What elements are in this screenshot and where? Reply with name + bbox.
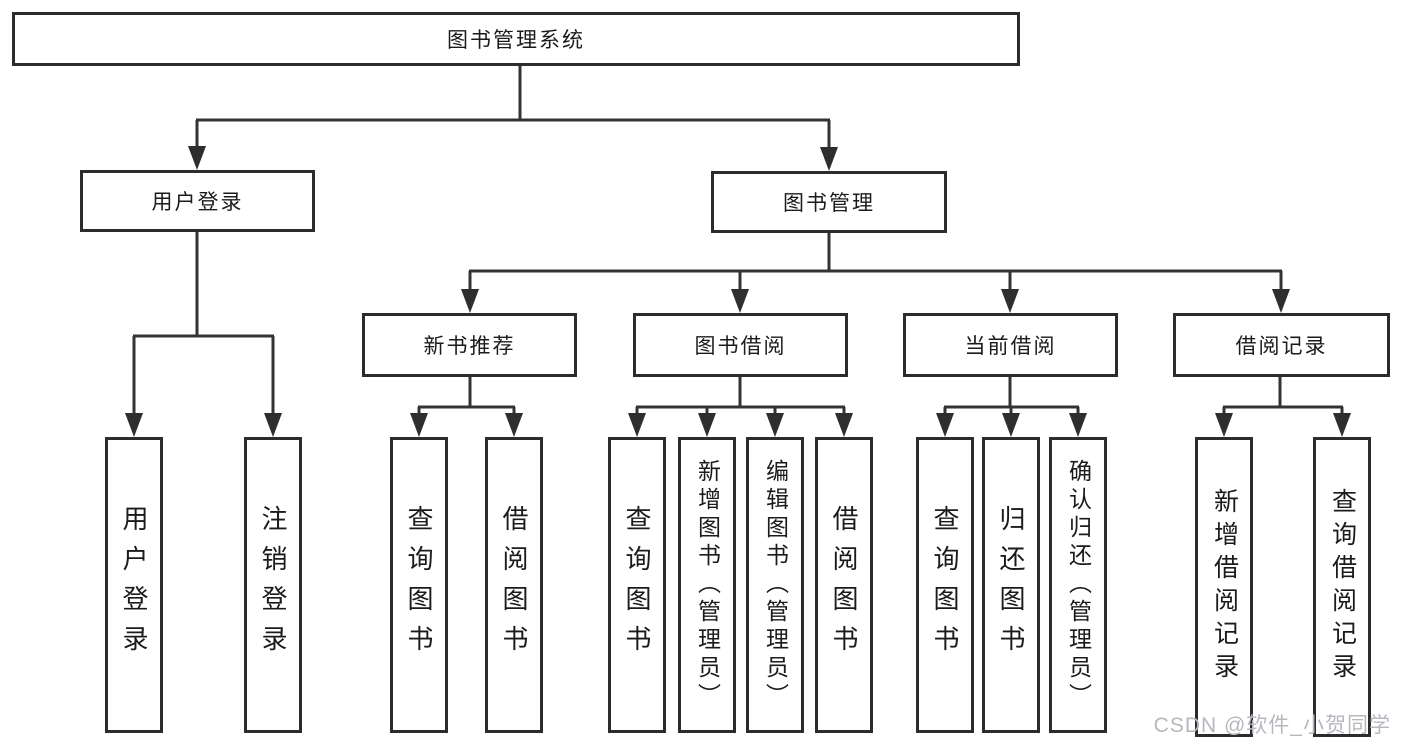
connector-root-to-level2 bbox=[188, 66, 838, 171]
connector-book-mgmt-to-level3 bbox=[461, 232, 1290, 313]
node-borrow-record: 借阅记录 bbox=[1173, 313, 1390, 377]
leaf-bb-borrow-books-label: 借阅图书 bbox=[829, 505, 859, 665]
node-book-borrow-label: 图书借阅 bbox=[694, 335, 787, 358]
leaf-user-login-label: 用户登录 bbox=[119, 505, 149, 665]
leaf-nbr-borrow-books-label: 借阅图书 bbox=[499, 505, 529, 665]
leaf-br-query-record: 查询借阅记录 bbox=[1313, 437, 1371, 737]
connector-borrow-record-to-leaves bbox=[1215, 376, 1351, 437]
leaf-bb-add-books-label: 新增图书（管理员） bbox=[694, 459, 721, 711]
node-root: 图书管理系统 bbox=[12, 12, 1020, 66]
node-current-borrow: 当前借阅 bbox=[903, 313, 1118, 377]
connector-current-borrow-to-leaves bbox=[936, 376, 1087, 437]
leaf-cb-return-books-label: 归还图书 bbox=[996, 505, 1026, 665]
leaf-cb-query-books: 查询图书 bbox=[916, 437, 974, 733]
connector-new-book-rec-to-leaves bbox=[410, 376, 523, 437]
node-book-borrow: 图书借阅 bbox=[633, 313, 848, 377]
leaf-bb-edit-books-label: 编辑图书（管理员） bbox=[762, 459, 789, 711]
leaf-br-add-record: 新增借阅记录 bbox=[1195, 437, 1253, 737]
leaf-nbr-query-books: 查询图书 bbox=[390, 437, 448, 733]
connector-book-borrow-to-leaves bbox=[628, 376, 853, 437]
leaf-bb-edit-books: 编辑图书（管理员） bbox=[746, 437, 804, 733]
csdn-watermark: CSDN @软件_小贺同学 bbox=[1153, 714, 1391, 737]
node-root-label: 图书管理系统 bbox=[447, 29, 585, 52]
leaf-cb-query-books-label: 查询图书 bbox=[930, 505, 960, 665]
leaf-bb-query-books-label: 查询图书 bbox=[622, 505, 652, 665]
leaf-nbr-query-books-label: 查询图书 bbox=[404, 505, 434, 665]
node-user-login-label: 用户登录 bbox=[151, 191, 244, 214]
node-book-mgmt-label: 图书管理 bbox=[783, 192, 875, 215]
leaf-user-login: 用户登录 bbox=[105, 437, 163, 733]
node-new-book-rec: 新书推荐 bbox=[362, 313, 577, 377]
node-book-mgmt: 图书管理 bbox=[711, 171, 947, 233]
node-user-login: 用户登录 bbox=[80, 170, 315, 232]
leaf-cb-confirm-return: 确认归还（管理员） bbox=[1049, 437, 1107, 733]
leaf-bb-add-books: 新增图书（管理员） bbox=[678, 437, 736, 733]
leaf-bb-borrow-books: 借阅图书 bbox=[815, 437, 873, 733]
leaf-logout: 注销登录 bbox=[244, 437, 302, 733]
leaf-br-add-record-label: 新增借阅记录 bbox=[1210, 488, 1239, 686]
leaf-cb-confirm-return-label: 确认归还（管理员） bbox=[1065, 459, 1092, 711]
leaf-br-query-record-label: 查询借阅记录 bbox=[1328, 488, 1357, 686]
node-borrow-record-label: 借阅记录 bbox=[1235, 335, 1328, 358]
connector-user-login-to-leaves bbox=[125, 231, 282, 437]
node-current-borrow-label: 当前借阅 bbox=[964, 335, 1057, 358]
leaf-bb-query-books: 查询图书 bbox=[608, 437, 666, 733]
leaf-logout-label: 注销登录 bbox=[258, 505, 288, 665]
leaf-cb-return-books: 归还图书 bbox=[982, 437, 1040, 733]
node-new-book-rec-label: 新书推荐 bbox=[423, 335, 516, 358]
leaf-nbr-borrow-books: 借阅图书 bbox=[485, 437, 543, 733]
